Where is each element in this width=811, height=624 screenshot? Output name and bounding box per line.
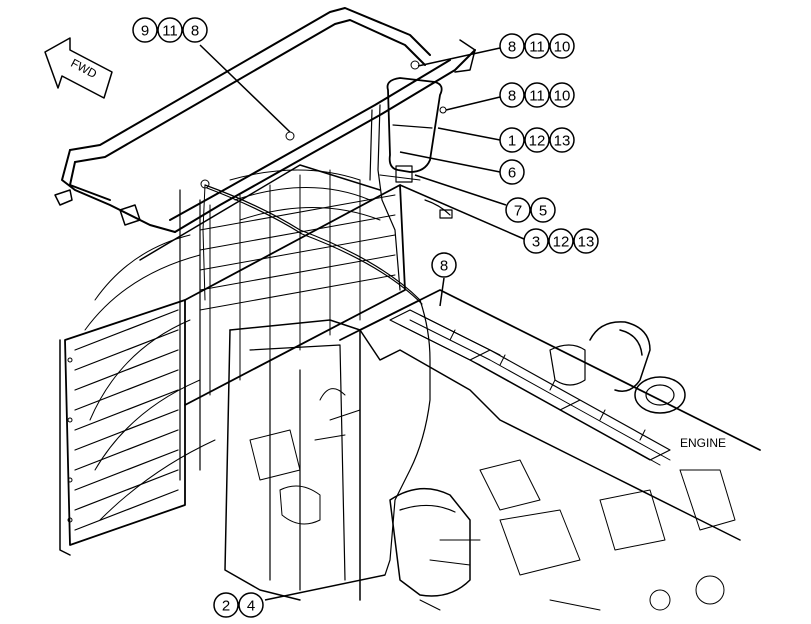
callout-circle [182, 17, 208, 43]
fwd-arrow-label: FWD [69, 56, 100, 81]
callout-number: 9 [141, 23, 149, 40]
callout-number: 1 [508, 133, 516, 150]
callout-leader-line [199, 44, 291, 133]
upper-frame [54, 7, 476, 233]
callout-number: 2 [222, 598, 230, 615]
callout-number: 13 [578, 234, 595, 251]
wiring-harness [200, 60, 447, 576]
callout-leader-line [264, 574, 386, 601]
callout-circle [549, 127, 575, 153]
callout-circle [524, 82, 550, 108]
callout-number: 13 [554, 133, 571, 150]
callout-circle [524, 33, 550, 59]
callout-number: 8 [440, 258, 448, 275]
callout-9-11-8: 9 11 8 [132, 17, 291, 133]
callout-8-11-10: 8 11 10 [417, 33, 575, 67]
fwd-arrow: FWD [44, 37, 113, 99]
callout-number: 8 [508, 39, 516, 56]
radiator [59, 164, 406, 556]
callout-circle [238, 592, 264, 618]
callout-circle [523, 228, 549, 254]
callout-circle [499, 33, 525, 59]
engine-lower-details [249, 388, 736, 611]
callout-leader-line [445, 96, 501, 111]
engine-block [224, 289, 761, 601]
callout-number: 12 [553, 234, 570, 251]
callout-number: 10 [554, 39, 571, 56]
callout-3-12-13: 3 12 13 [399, 184, 599, 254]
callout-circle [548, 228, 574, 254]
callout-6: 6 [399, 151, 525, 185]
callout-leader-line [437, 127, 501, 141]
callout-number: 4 [247, 598, 255, 615]
callout-number: 11 [162, 23, 178, 40]
callout-number: 12 [529, 133, 546, 150]
callout-circle [524, 127, 550, 153]
callout-8-11-10: 8 11 10 [445, 82, 575, 111]
callout-leader-line [414, 174, 507, 206]
callout-circle [549, 82, 575, 108]
callout-number: 10 [554, 88, 571, 105]
callout-circle [499, 82, 525, 108]
callout-number: 8 [508, 88, 516, 105]
callout-circle [499, 127, 525, 153]
callout-circle [505, 197, 531, 223]
callout-8: 8 [431, 252, 457, 307]
callout-circle [132, 17, 158, 43]
callout-circle [431, 252, 457, 278]
callout-leader-line [417, 47, 501, 67]
callout-leader-line [399, 151, 501, 173]
callout-circle [530, 197, 556, 223]
callout-circle [213, 592, 239, 618]
callout-circle [157, 17, 183, 43]
callout-leader-line [439, 277, 445, 307]
callout-number: 8 [191, 23, 199, 40]
callout-number: 11 [529, 88, 545, 105]
coolant-reservoir [369, 77, 453, 291]
callout-circle [573, 228, 599, 254]
callout-number: 3 [532, 234, 540, 251]
engine-label: ENGINE [680, 436, 726, 450]
callout-circle [549, 33, 575, 59]
callout-circle [499, 159, 525, 185]
callout-number: 11 [529, 39, 545, 56]
callout-number: 6 [508, 165, 516, 182]
callout-leader-line [399, 184, 525, 240]
callout-1-12-13: 1 12 13 [437, 127, 575, 153]
turbocharger-assembly [389, 321, 686, 597]
callout-number: 5 [539, 203, 547, 220]
callout-number: 7 [514, 203, 522, 220]
